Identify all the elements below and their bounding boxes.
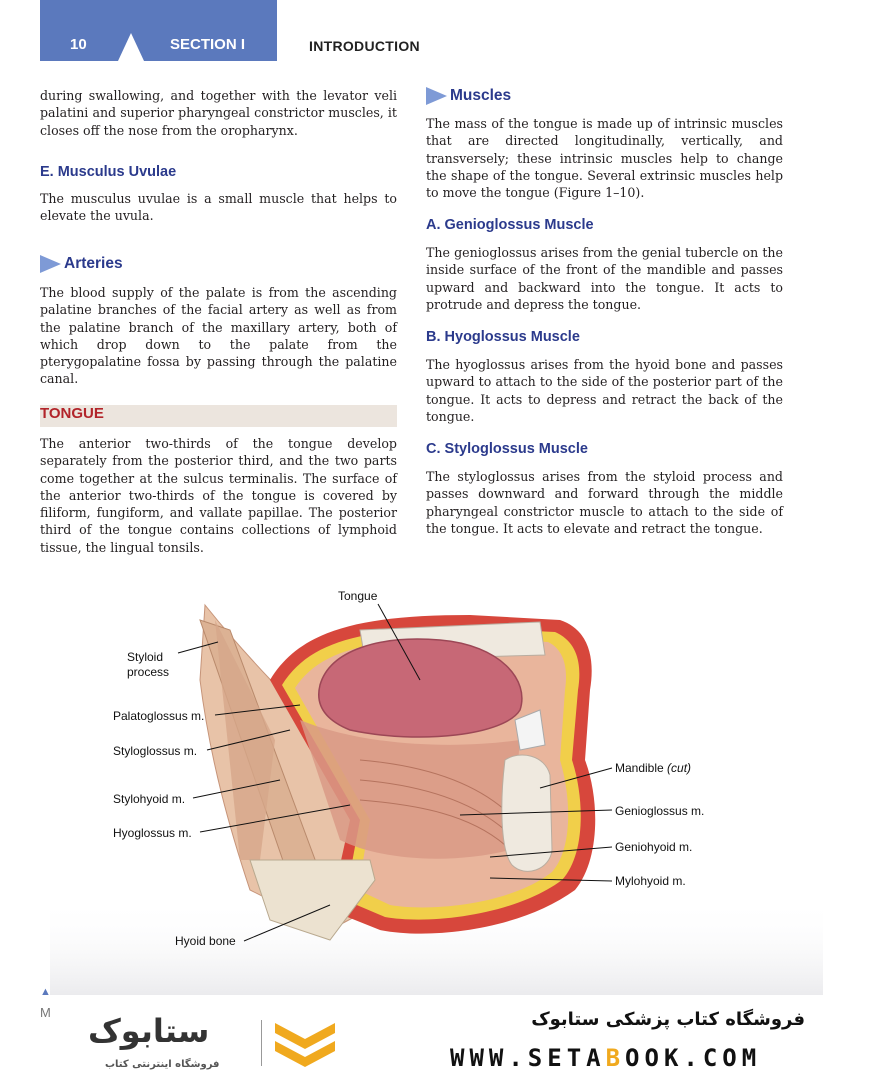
label-palatoglossus: Palatoglossus m. [113, 709, 205, 723]
url-highlight: B [605, 1044, 626, 1072]
hyoglossus-paragraph: The hyoglossus arises from the hyoid bon… [426, 357, 783, 424]
header-bar [40, 0, 277, 61]
styloglossus-heading: C. Styloglossus Muscle [426, 441, 588, 457]
intro-paragraph: during swallowing, and together with the… [40, 88, 397, 138]
tongue-heading-bar [40, 405, 397, 427]
header-notch [118, 33, 144, 61]
label-styloid-process: Styloid process [127, 650, 170, 679]
arteries-heading: Arteries [40, 255, 123, 273]
url-part-1: WWW.SETA [450, 1044, 606, 1072]
logo-separator [261, 1020, 262, 1066]
store-name: فروشگاه کتاب پزشکی ستابوک [531, 1009, 805, 1030]
label-mylohyoid: Mylohyoid m. [615, 874, 686, 888]
muscles-paragraph: The mass of the tongue is made up of int… [426, 116, 783, 201]
label-hyoid-bone: Hyoid bone [175, 934, 236, 948]
section-label: SECTION I [170, 36, 246, 53]
page-number: 10 [70, 36, 87, 53]
triangle-icon [426, 87, 447, 105]
tongue-muscles-illustration [50, 603, 823, 1000]
triangle-icon [40, 255, 61, 273]
uvulae-paragraph: The musculus uvulae is a small muscle th… [40, 191, 397, 224]
arteries-heading-text: Arteries [64, 255, 123, 273]
label-hyoglossus: Hyoglossus m. [113, 826, 192, 840]
uvulae-heading: E. Musculus Uvulae [40, 164, 177, 180]
label-styloglossus: Styloglossus m. [113, 744, 198, 758]
muscles-heading: Muscles [426, 87, 511, 105]
label-stylohyoid: Stylohyoid m. [113, 792, 186, 806]
store-url[interactable]: WWW.SETABOOK.COM [450, 1044, 761, 1072]
label-geniohyoid: Geniohyoid m. [615, 840, 693, 854]
tongue-paragraph: The anterior two-thirds of the tongue de… [40, 436, 397, 555]
caption-marker: ▲ [40, 986, 51, 998]
footer-banner [0, 995, 873, 1079]
hyoglossus-heading: B. Hyoglossus Muscle [426, 329, 580, 345]
label-mandible-text: Mandible [615, 761, 664, 775]
chapter-title: INTRODUCTION [309, 38, 420, 54]
setabook-logo-icon [275, 1023, 335, 1067]
genioglossus-paragraph: The genioglossus arises from the genial … [426, 245, 783, 312]
bleed-text: M [40, 1005, 51, 1020]
label-genioglossus: Genioglossus m. [615, 804, 705, 818]
label-mandible: Mandible (cut) [615, 761, 691, 776]
logo-subtitle: فروشگاه اینترنتی کتاب [105, 1059, 220, 1070]
url-part-2: OOK.COM [625, 1044, 762, 1072]
muscles-heading-text: Muscles [450, 87, 512, 105]
styloglossus-paragraph: The styloglossus arises from the styloid… [426, 469, 783, 536]
logo-text: ستابوک [88, 1012, 210, 1050]
genioglossus-heading: A. Genioglossus Muscle [426, 217, 594, 233]
tongue-heading: TONGUE [40, 405, 104, 422]
label-mandible-note: (cut) [667, 761, 692, 775]
arteries-paragraph: The blood supply of the palate is from t… [40, 285, 397, 387]
label-tongue: Tongue [338, 589, 378, 603]
